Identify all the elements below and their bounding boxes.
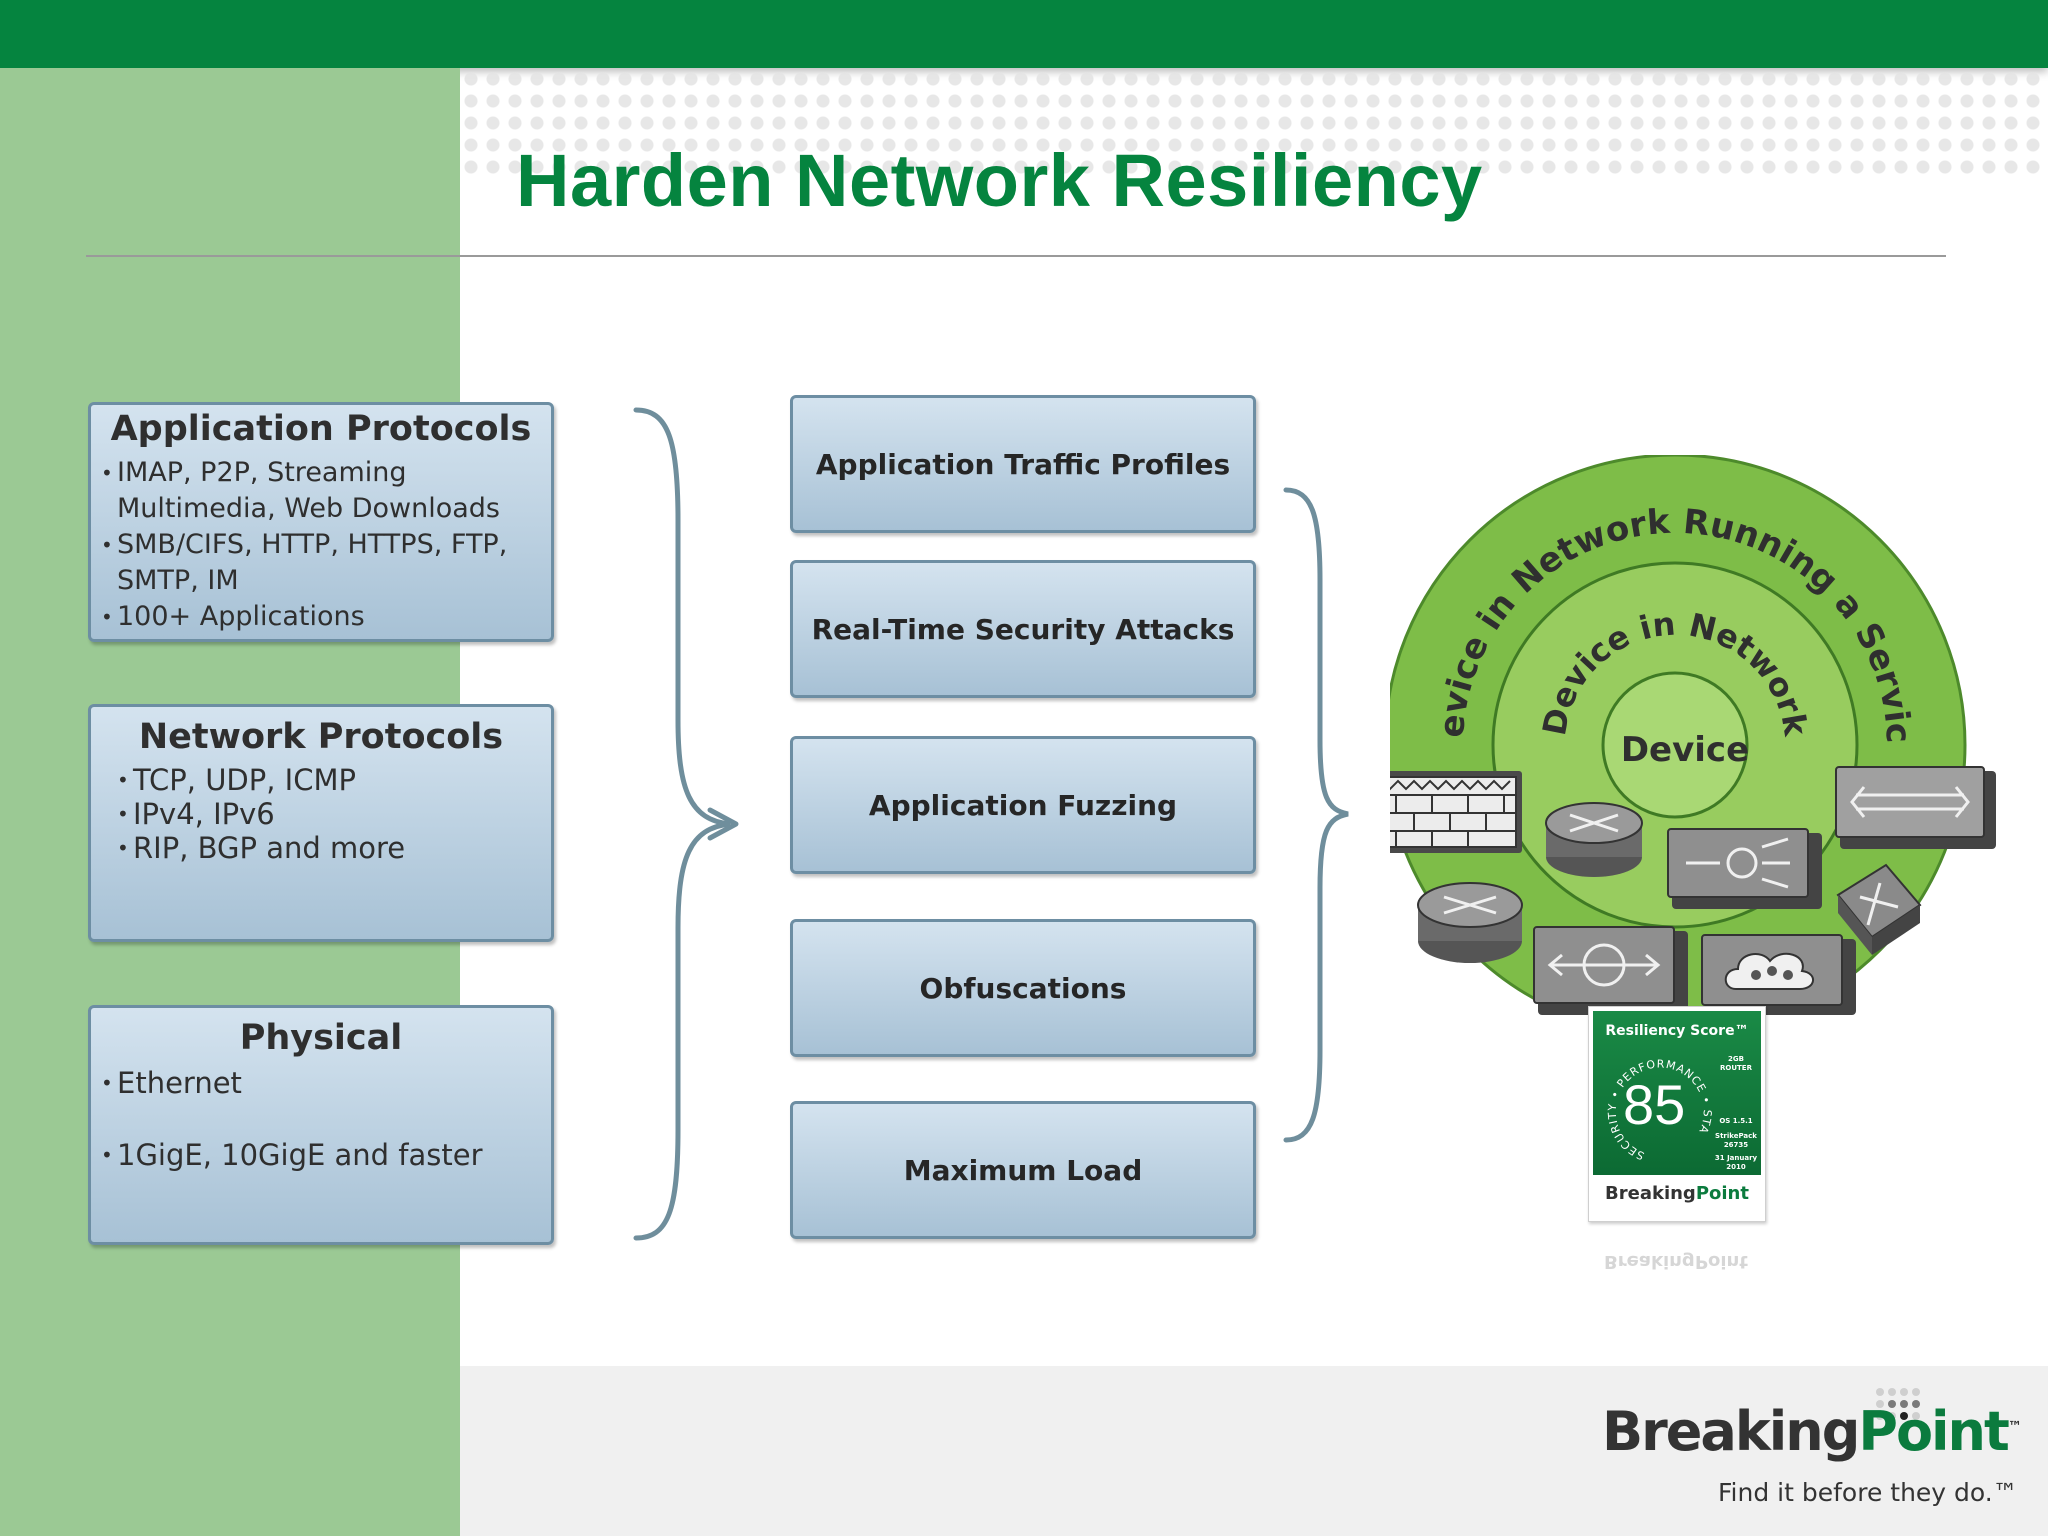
brand-main: Breaking xyxy=(1604,1251,1695,1272)
switch-icon xyxy=(1836,863,1922,955)
firewall-icon xyxy=(1390,771,1522,853)
list-item: Ethernet xyxy=(101,1064,541,1102)
box-title: Application Protocols xyxy=(110,409,532,449)
badge-details: 2GB ROUTER OS 1.5.1 StrikePack 26735 31 … xyxy=(1713,1055,1759,1172)
badge-panel: Resiliency Score™ SECURITY • PERFORMANCE… xyxy=(1593,1011,1761,1175)
box-list: Ethernet 1GigE, 10GigE and faster xyxy=(91,1064,551,1174)
router-icon xyxy=(1545,802,1643,877)
output-brace xyxy=(1283,487,1349,1143)
box-list: TCP, UDP, ICMP IPv4, IPv6 RIP, BGP and m… xyxy=(91,763,551,865)
bridge-icon xyxy=(1533,926,1688,1015)
physical-box: Physical Ethernet 1GigE, 10GigE and fast… xyxy=(88,1005,554,1245)
test-box: Maximum Load xyxy=(790,1101,1256,1239)
badge-reflection: BreakingPoint xyxy=(1588,1222,1764,1272)
slide-title: Harden Network Resiliency xyxy=(516,139,1483,222)
input-brace-arrow xyxy=(633,407,739,1241)
badge-arc-text: SECURITY • PERFORMANCE • STABILITY • xyxy=(1597,1041,1713,1162)
load-balancer-icon xyxy=(1667,828,1822,909)
trademark: ™ xyxy=(2007,1419,2022,1435)
list-item: TCP, UDP, ICMP xyxy=(117,763,541,797)
brand-accent: Point xyxy=(1694,1251,1748,1272)
network-protocols-box: Network Protocols TCP, UDP, ICMP IPv4, I… xyxy=(88,704,554,942)
box-list: IMAP, P2P, Streaming Multimedia, Web Dow… xyxy=(91,455,551,635)
logo-dots-icon xyxy=(1876,1388,1920,1420)
box-title: Physical xyxy=(239,1018,403,1058)
test-box: Application Fuzzing xyxy=(790,736,1256,874)
application-protocols-box: Application Protocols IMAP, P2P, Streami… xyxy=(88,402,554,642)
inner-ring xyxy=(1601,671,1749,819)
brand-tagline: Find it before they do.™ xyxy=(1718,1478,2018,1507)
dot-pattern-band xyxy=(460,68,2048,178)
title-divider xyxy=(86,255,1946,257)
brand-accent: Point xyxy=(1858,1400,2009,1463)
badge-score: 85 xyxy=(1623,1073,1686,1136)
bridge-icon xyxy=(1835,766,1996,849)
router-icon xyxy=(1417,882,1523,963)
resiliency-rings-diagram: Device in Network Running a Service Devi… xyxy=(1390,455,1996,1015)
list-item: SMB/CIFS, HTTP, HTTPS, FTP, SMTP, IM xyxy=(101,527,541,599)
brand-logo: BreakingPoint™ xyxy=(1602,1400,2022,1463)
badge-date: 31 January 2010 xyxy=(1714,1154,1758,1171)
inner-ring-label: Device xyxy=(1621,730,1749,770)
test-label: Application Fuzzing xyxy=(868,788,1178,822)
badge-os: OS 1.5.1 xyxy=(1719,1117,1753,1125)
list-item: IPv4, IPv6 xyxy=(117,797,541,831)
list-item: RIP, BGP and more xyxy=(117,831,541,865)
badge-device: 2GB ROUTER xyxy=(1720,1055,1752,1072)
test-box: Obfuscations xyxy=(790,919,1256,1057)
badge-brand-logo: BreakingPoint xyxy=(1589,1183,1765,1204)
list-item: 100+ Applications xyxy=(101,599,541,635)
list-item: 1GigE, 10GigE and faster xyxy=(101,1136,541,1174)
footer-band xyxy=(460,1366,2048,1536)
cloud-service-icon xyxy=(1701,934,1856,1015)
test-label: Real-Time Security Attacks xyxy=(811,612,1235,646)
test-box: Real-Time Security Attacks xyxy=(790,560,1256,698)
test-label: Maximum Load xyxy=(903,1153,1143,1187)
brand-accent: Point xyxy=(1695,1183,1749,1204)
test-label: Application Traffic Profiles xyxy=(815,447,1231,481)
badge-title: Resiliency Score™ xyxy=(1605,1023,1749,1039)
brand-main: Breaking xyxy=(1605,1183,1696,1204)
resiliency-score-badge: Resiliency Score™ SECURITY • PERFORMANCE… xyxy=(1588,1006,1766,1222)
box-title: Network Protocols xyxy=(138,717,504,757)
list-item: IMAP, P2P, Streaming Multimedia, Web Dow… xyxy=(101,455,541,527)
test-box: Application Traffic Profiles xyxy=(790,395,1256,533)
top-banner xyxy=(0,0,2048,68)
test-label: Obfuscations xyxy=(919,971,1127,1005)
brand-main: Breaking xyxy=(1602,1400,1860,1463)
badge-strikepack: StrikePack 26735 xyxy=(1715,1132,1757,1149)
